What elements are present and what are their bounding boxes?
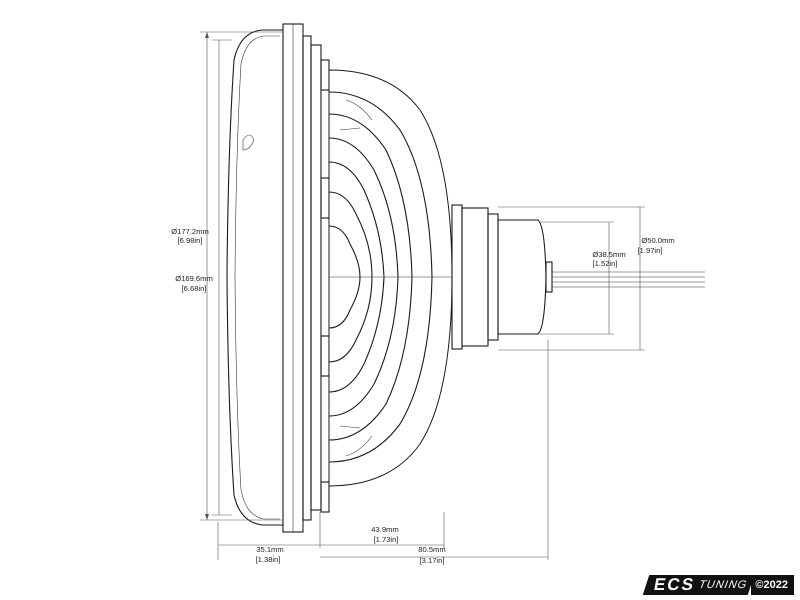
mounting-flange: [282, 23, 330, 533]
lens-depth-in: [1.38in]: [256, 555, 281, 564]
lens-profile: [226, 29, 283, 526]
heatsink-depth-in: [1.73in]: [374, 535, 399, 544]
wires: [552, 271, 705, 288]
copyright-text: ©2022: [751, 575, 794, 595]
outer-diameter-in: [6.98in]: [178, 236, 203, 245]
connector-outer-diameter-in: [1.97in]: [638, 246, 663, 255]
heatsink-depth-mm: 43.9mm: [371, 525, 398, 534]
ecs-logo-box: ECS TUNING: [643, 575, 755, 595]
total-depth-in: [3.17in]: [420, 556, 445, 565]
lens-diameter-mm: Ø169.6mm: [175, 274, 213, 283]
lens-depth-mm: 35.1mm: [256, 545, 283, 554]
outer-diameter-mm: Ø177.2mm: [171, 227, 209, 236]
ecs-logo-word: TUNING: [698, 579, 749, 591]
dimension-depths: [217, 340, 549, 560]
dimension-lens-diameter: [212, 39, 232, 516]
dimension-outer-diameter: [200, 31, 283, 521]
connector-inner-diameter-mm: Ø38.5mm: [592, 250, 625, 259]
connector-outer-diameter-mm: Ø50.0mm: [641, 236, 674, 245]
connector-inner-diameter-in: [1.52in]: [593, 259, 618, 268]
dimension-connector: [498, 206, 645, 351]
lens-diameter-in: [6.68in]: [182, 284, 207, 293]
ecs-tuning-watermark: ECS TUNING ©2022: [643, 574, 794, 596]
total-depth-mm: 80.5mm: [418, 545, 445, 554]
heatsink-fins: [328, 69, 453, 487]
connector-housing: [451, 204, 553, 350]
ecs-logo-letters: ECS: [652, 575, 698, 594]
